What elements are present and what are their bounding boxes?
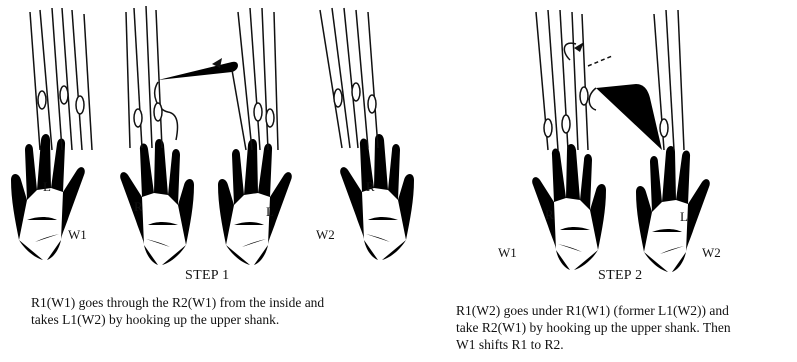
loop bbox=[352, 83, 360, 101]
weaver-label: W2 bbox=[316, 228, 335, 242]
step-caption: R1(W1) goes through the R2(W1) from the … bbox=[31, 294, 324, 328]
w2-left-strings bbox=[232, 8, 278, 150]
caption-line: R1(W1) goes through the R2(W1) from the … bbox=[31, 294, 324, 311]
loop bbox=[334, 89, 342, 107]
hand-label: L bbox=[680, 210, 688, 224]
loop bbox=[660, 119, 668, 137]
transfer-path bbox=[158, 62, 238, 80]
loop bbox=[580, 87, 588, 105]
transfer-path bbox=[596, 84, 662, 150]
w2-right-hand bbox=[340, 134, 414, 290]
step-caption: R1(W2) goes under R1(W1) (former L1(W2))… bbox=[456, 302, 731, 353]
caption-line: W1 shifts R1 to R2. bbox=[456, 336, 731, 353]
hand-label: L bbox=[43, 180, 51, 194]
loop bbox=[368, 95, 376, 113]
step-title: STEP 2 bbox=[598, 268, 642, 284]
loop bbox=[154, 103, 162, 121]
hand-label: R bbox=[545, 208, 554, 222]
w1-right-strings bbox=[126, 6, 178, 148]
loop bbox=[60, 86, 68, 104]
w2-right-strings bbox=[320, 8, 378, 148]
step-title: STEP 1 bbox=[185, 268, 229, 284]
weaver-label: W1 bbox=[68, 228, 87, 242]
step2-w2-strings bbox=[654, 10, 684, 150]
w1-left-strings bbox=[30, 8, 92, 150]
loop bbox=[38, 91, 46, 109]
caption-line: R1(W2) goes under R1(W1) (former L1(W2))… bbox=[456, 302, 731, 319]
w1-left-hand bbox=[11, 134, 85, 290]
step2-w2-left-hand bbox=[636, 146, 710, 302]
hand-label: R bbox=[366, 180, 375, 194]
hand-label: L bbox=[266, 205, 274, 219]
loop bbox=[134, 109, 142, 127]
loop bbox=[254, 103, 262, 121]
w1-right-hand bbox=[120, 139, 194, 295]
loop bbox=[562, 115, 570, 133]
caption-line: take R2(W1) by hooking up the upper shan… bbox=[456, 319, 731, 336]
weaver-label: W1 bbox=[498, 246, 517, 260]
hand-label: R bbox=[134, 200, 143, 214]
step2-w1-right-hand bbox=[532, 144, 606, 300]
loop bbox=[76, 96, 84, 114]
caption-line: takes L1(W2) by hooking up the upper sha… bbox=[31, 311, 324, 328]
dashed-transfer bbox=[588, 56, 612, 66]
loop bbox=[266, 109, 274, 127]
weaver-label: W2 bbox=[702, 246, 721, 260]
loop bbox=[544, 119, 552, 137]
